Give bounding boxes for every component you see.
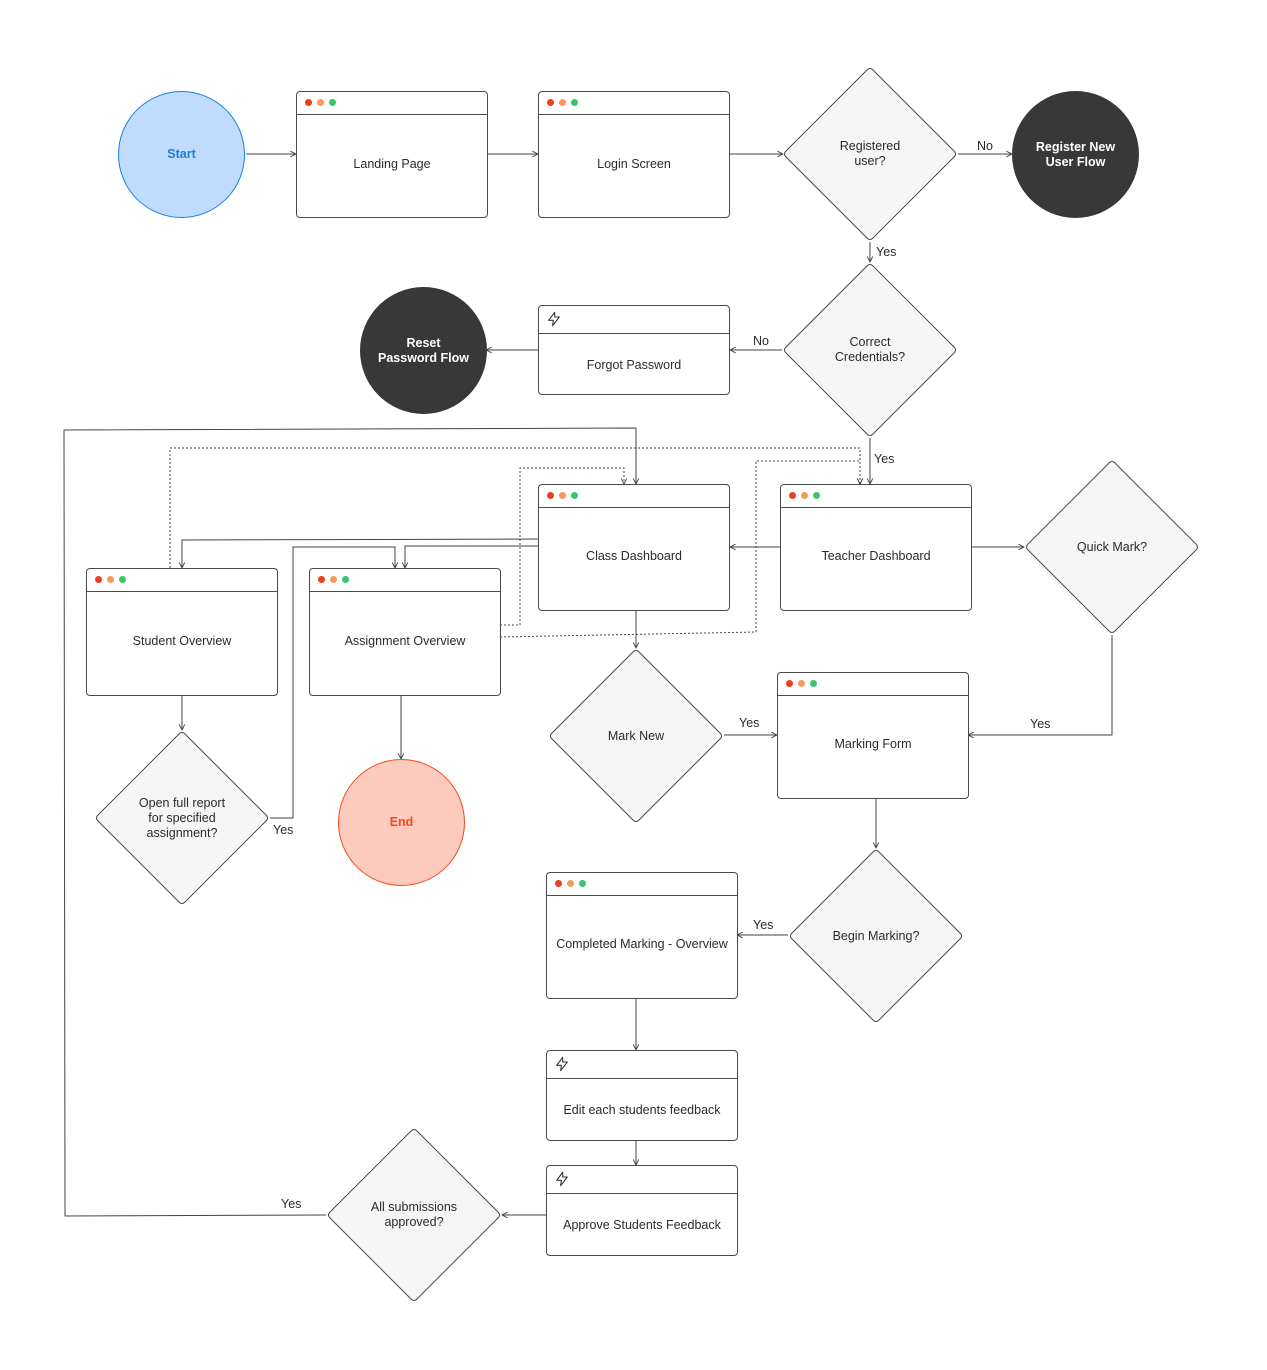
student-overview-screen: Student Overview [86,568,278,696]
edge-label-credentials-no: No [753,334,769,348]
forgot-password-label: Forgot Password [586,358,682,372]
window-titlebar [781,485,971,508]
window-titlebar [778,673,968,696]
login-screen: Login Screen [538,91,730,218]
register-node-label: Register New User Flow [1035,139,1116,169]
decision-mark-new-label: Mark New [607,728,665,743]
decision-registered-user: Registered user? [782,66,958,242]
decision-begin-marking: Begin Marking? [788,848,964,1024]
edge-allapproved-class [63,427,636,1217]
window-titlebar [547,873,737,896]
edge-label-all-approved-yes: Yes [281,1197,302,1211]
window-dots-icon [547,99,578,106]
decision-all-approved-label: All submissions approved? [370,1200,458,1229]
class-dashboard-screen: Class Dashboard [538,484,730,611]
marking-form-screen: Marking Form [777,672,969,799]
window-titlebar [310,569,500,592]
window-dots-icon [95,576,126,583]
window-titlebar [539,306,729,334]
reset-password-flow-node: Reset Password Flow [360,287,487,414]
window-titlebar [547,1166,737,1194]
teacher-dashboard-label: Teacher Dashboard [821,549,931,563]
window-dots-icon [555,880,586,887]
register-new-user-flow-node: Register New User Flow [1012,91,1139,218]
marking-form-label: Marking Form [834,737,912,751]
completed-marking-label: Completed Marking - Overview [556,937,728,951]
class-dashboard-label: Class Dashboard [586,549,682,563]
end-node: End [338,759,465,886]
start-node: Start [118,91,245,218]
edge-label-quick-mark-yes: Yes [1030,717,1051,731]
window-titlebar [297,92,487,115]
decision-mark-new: Mark New [548,648,724,824]
decision-registered-label: Registered user? [839,139,901,168]
decision-begin-marking-label: Begin Marking? [832,928,920,943]
teacher-dashboard-screen: Teacher Dashboard [780,484,972,611]
lightning-bolt-icon [548,311,560,327]
edit-feedback-label: Edit each students feedback [563,1103,721,1117]
edge-label-mark-new-yes: Yes [739,716,760,730]
window-dots-icon [789,492,820,499]
lightning-bolt-icon [556,1171,568,1187]
edge-class-student [182,538,539,568]
decision-quick-mark-label: Quick Mark? [1076,539,1148,554]
window-dots-icon [318,576,349,583]
edge-label-registered-yes: Yes [876,245,897,259]
edit-feedback-screen: Edit each students feedback [546,1050,738,1141]
approve-feedback-label: Approve Students Feedback [563,1218,721,1232]
edge-label-credentials-yes: Yes [874,452,895,466]
window-dots-icon [305,99,336,106]
login-screen-label: Login Screen [597,157,671,171]
decision-correct-credentials: Correct Credentials? [782,262,958,438]
decision-open-full-report: Open full report for specified assignmen… [94,730,270,906]
edge-assignment-class-dotted [500,467,624,626]
landing-page-screen: Landing Page [296,91,488,218]
edge-quickmark-markingform [968,635,1113,735]
edge-class-assignment [405,545,538,568]
edge-label-open-report-yes: Yes [273,823,294,837]
decision-open-report-label: Open full report for specified assignmen… [138,795,226,840]
decision-all-submissions-approved: All submissions approved? [326,1127,502,1303]
window-titlebar [539,92,729,115]
assignment-overview-screen: Assignment Overview [309,568,501,696]
landing-page-label: Landing Page [353,157,431,171]
completed-marking-overview-screen: Completed Marking - Overview [546,872,738,999]
decision-credentials-label: Correct Credentials? [834,335,906,364]
edge-openreport-assignment [270,546,395,819]
forgot-password-screen: Forgot Password [538,305,730,395]
reset-node-label: Reset Password Flow [378,335,469,365]
window-titlebar [87,569,277,592]
student-overview-label: Student Overview [132,634,232,648]
decision-quick-mark: Quick Mark? [1024,459,1200,635]
edge-label-registered-no: No [977,139,993,153]
lightning-bolt-icon [556,1056,568,1072]
edge-student-teacher-dotted [169,447,860,568]
approve-feedback-screen: Approve Students Feedback [546,1165,738,1256]
assignment-overview-label: Assignment Overview [344,634,466,648]
edge-label-begin-marking-yes: Yes [753,918,774,932]
window-dots-icon [786,680,817,687]
window-titlebar [547,1051,737,1079]
window-dots-icon [547,492,578,499]
window-titlebar [539,485,729,508]
